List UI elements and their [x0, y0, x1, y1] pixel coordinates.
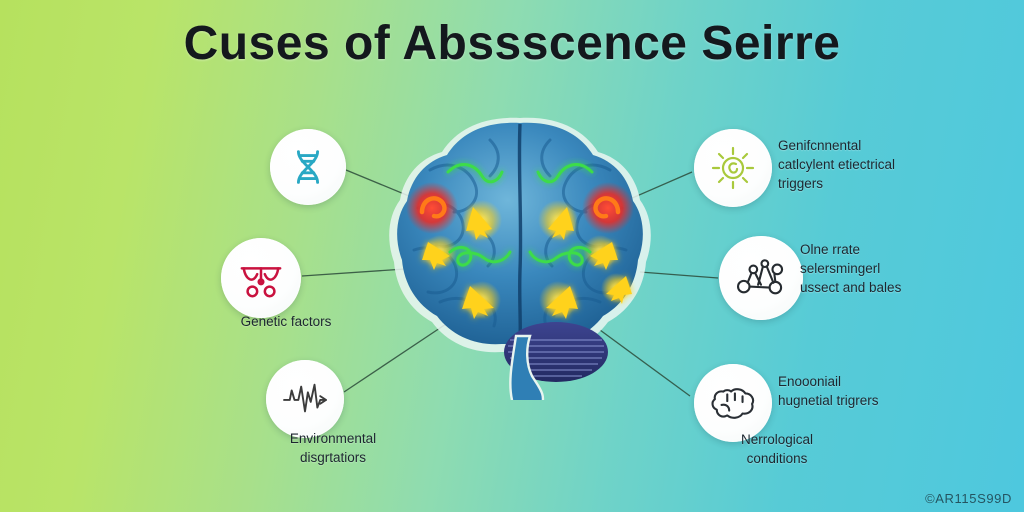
label-neurological: Nerrological conditions	[697, 430, 857, 468]
sun-rays-icon	[711, 146, 755, 190]
label-sun: Genifcnnental catlcylent etiectrical tri…	[778, 136, 938, 193]
label-molecule: Olne rrate selersmingerl ussect and bale…	[800, 240, 970, 297]
connector-molecule	[639, 271, 719, 279]
icon-circle-environment[interactable]	[266, 360, 344, 438]
label-brain-icon: Enoooniail hugnetial trigrers	[778, 372, 948, 410]
label-molecule-line1: Olne rrate	[800, 242, 861, 257]
dna-helix-icon	[296, 150, 320, 184]
label-brain-icon-line2: hugnetial trigrers	[778, 393, 879, 409]
label-neurological-line1: Nerrological	[740, 432, 814, 447]
activity-arrow-group	[422, 200, 632, 319]
label-sun-line1: Genifcnnental	[778, 138, 862, 153]
label-molecule-line2: selersmingerl	[800, 261, 881, 277]
hotspot-group	[406, 182, 634, 234]
label-molecule-line3: ussect and bales	[800, 280, 902, 296]
label-sun-line2: catlcylent etiectrical	[778, 157, 896, 173]
icon-circle-brain[interactable]	[694, 364, 772, 442]
genetic-marker-icon	[240, 267, 282, 298]
neural-trace-group	[446, 162, 594, 267]
brain-outline-icon	[711, 388, 755, 419]
label-environment-line2: disgrtatiors	[299, 450, 367, 466]
eeg-waveform-icon	[283, 383, 327, 413]
label-environment-line1: Environmental	[289, 431, 377, 446]
watermark: ©AR115S99D	[925, 491, 1012, 506]
molecule-network-icon	[736, 259, 784, 295]
page-title: Cuses of Abssscence Seirre	[183, 17, 841, 70]
label-environment: Environmental disgrtatiors	[238, 429, 428, 467]
icon-circle-genetic[interactable]	[221, 238, 301, 318]
label-genetic: Genetic factors	[240, 314, 332, 329]
icon-circle-dna[interactable]	[270, 129, 346, 205]
connector-brain-icon	[599, 329, 691, 397]
connector-environment	[343, 319, 453, 393]
label-neurological-line2: conditions	[746, 451, 808, 467]
label-brain-icon-line1: Enoooniail	[778, 374, 842, 389]
icon-circle-molecule[interactable]	[719, 236, 803, 320]
brain-illustration	[370, 100, 670, 417]
label-sun-line3: triggers	[778, 176, 824, 192]
icon-circle-sun[interactable]	[694, 129, 772, 207]
